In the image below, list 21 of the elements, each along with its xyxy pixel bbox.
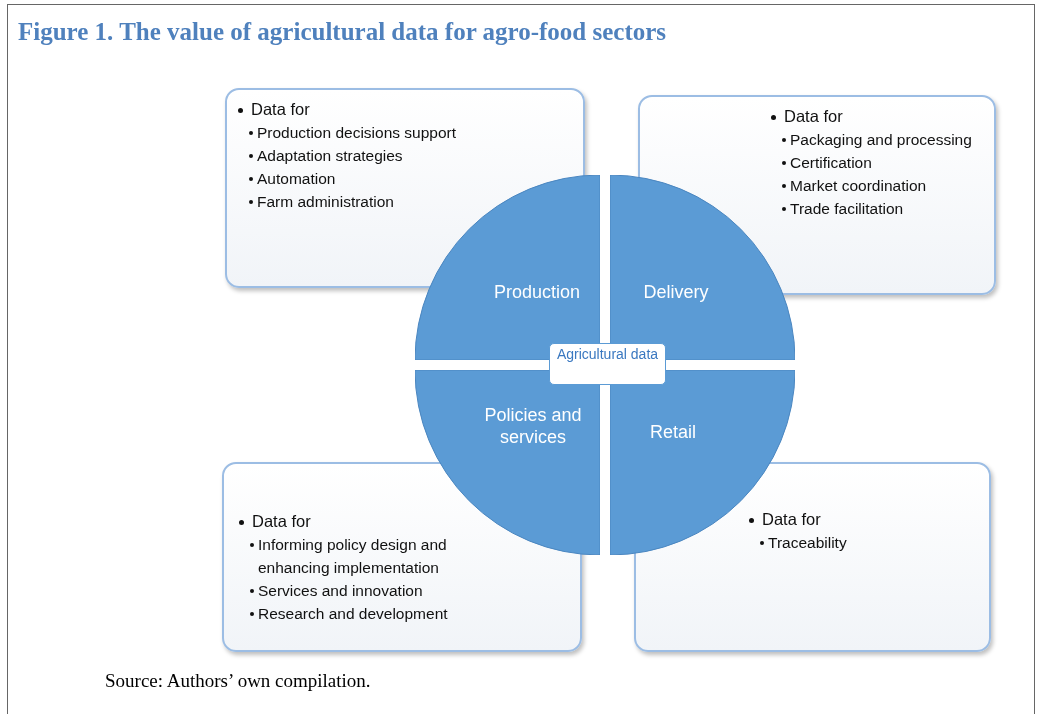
bullet-item: Certification (768, 151, 986, 174)
list-heading: Data for (236, 510, 471, 533)
center-label: Agricultural data (549, 343, 666, 385)
bullet-item: Traceability (746, 531, 946, 554)
list-heading: Data for (768, 105, 986, 128)
bullet-item: Market coordination (768, 174, 986, 197)
quadrant-label: Delivery (642, 281, 710, 303)
source-caption: Source: Authors’ own compilation. (105, 670, 371, 692)
bullet-item: Services and innovation (236, 579, 471, 602)
bullet-item: Production decisions support (235, 121, 575, 144)
bullet-item: Trade facilitation (768, 197, 986, 220)
quadrant-label: Retail (649, 421, 697, 443)
figure-title: Figure 1. The value of agricultural data for agro-food sectors (18, 18, 667, 46)
bullet-item: Informing policy design and enhancing implementation (236, 533, 471, 579)
quadrant-label: Policies and services (483, 404, 583, 448)
bullet-item: Packaging and processing (768, 128, 986, 151)
bullet-item: Adaptation strategies (235, 144, 575, 167)
list-heading: Data for (746, 508, 946, 531)
list-heading: Data for (235, 98, 575, 121)
quadrant-label: Production (492, 281, 582, 303)
bullet-item: Research and development (236, 602, 471, 625)
